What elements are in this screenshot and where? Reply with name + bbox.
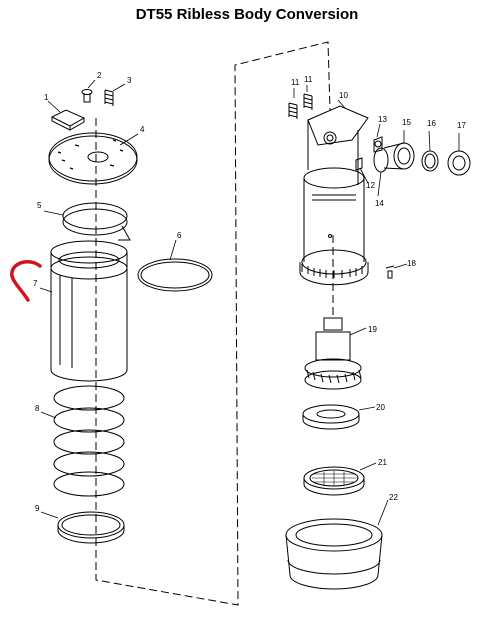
- part-number-label: 10: [339, 91, 348, 100]
- part-number-label: 8: [35, 404, 40, 413]
- part-number-label: 3: [127, 76, 132, 85]
- part-3-spring: [104, 89, 114, 106]
- part-number-label: 21: [378, 458, 387, 467]
- part-number-label: 1: [44, 93, 49, 102]
- part-number-label: 11: [304, 75, 313, 84]
- part-7-o-ring: [137, 258, 213, 292]
- part-6-body: [50, 240, 128, 382]
- part-4-disc: [48, 132, 138, 185]
- part-number-label: 14: [375, 199, 384, 208]
- leader-lines: [39, 79, 460, 526]
- part-2-screw: [81, 89, 93, 103]
- assembly-axis-line: [95, 41, 331, 606]
- part-number-label: 12: [366, 181, 375, 190]
- part-number-label: 16: [427, 119, 436, 128]
- part-17-nut: [447, 150, 471, 176]
- part-10-pump-housing: [299, 105, 369, 286]
- part-number-label: 7: [33, 279, 38, 288]
- part-19-impeller: [304, 317, 362, 390]
- part-13-fitting: [373, 136, 383, 153]
- part-number-label: 4: [140, 125, 145, 134]
- part-9-ring: [57, 511, 125, 544]
- part-number-label: 19: [368, 325, 377, 334]
- part-1-plate: [50, 109, 86, 131]
- diagram-title: DT55 Ribless Body Conversion: [135, 6, 359, 23]
- part-5-clamp-ring: [62, 202, 131, 241]
- part-16-washer: [421, 150, 439, 172]
- part-22-base: [285, 518, 383, 590]
- part-number-label: 11: [291, 78, 300, 87]
- part-12-bushing: [355, 157, 363, 171]
- part-15-union: [383, 142, 415, 170]
- part-8-spring: [53, 385, 125, 497]
- part-number-label: 22: [389, 493, 398, 502]
- part-number-label: 20: [376, 403, 385, 412]
- part-number-label: 17: [457, 121, 466, 130]
- part-number-label: 5: [37, 201, 42, 210]
- part-number-label: 15: [402, 118, 411, 127]
- part-number-label: 2: [97, 71, 102, 80]
- part-11-spring: [303, 93, 313, 110]
- part-11-spring: [288, 102, 298, 119]
- part-20-plate: [302, 404, 360, 430]
- part-number-label: 13: [378, 115, 387, 124]
- part-number-label: 18: [407, 259, 416, 268]
- highlight-marker: [10, 260, 42, 302]
- part-number-label: 6: [177, 231, 182, 240]
- part-number-label: 9: [35, 504, 40, 513]
- part-18-screw: [385, 265, 395, 279]
- part-21-screen: [303, 466, 365, 496]
